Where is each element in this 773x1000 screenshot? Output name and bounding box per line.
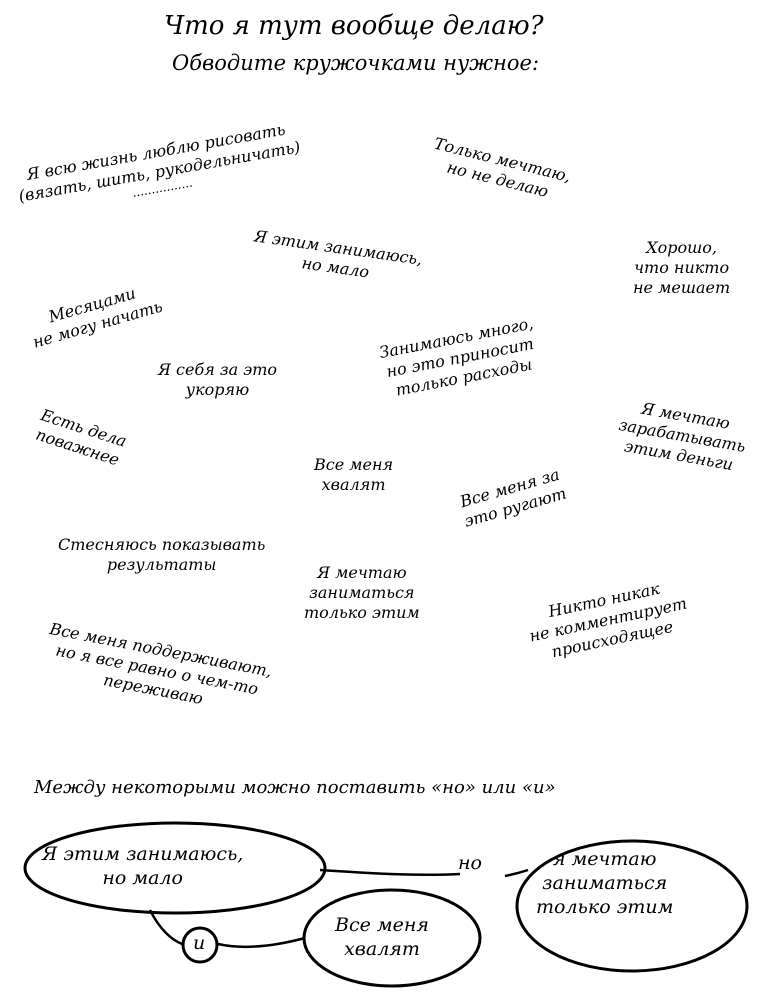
phrase-line: Стесняюсь показывать — [58, 535, 266, 554]
connector-line-but-right — [504, 868, 529, 878]
bubble-line: Все меня — [335, 914, 429, 936]
bubble-bottom-outline — [302, 888, 482, 988]
phrase-line: Я себя за это — [158, 360, 277, 379]
phrase-line: укоряю — [185, 380, 250, 399]
connector-line-and-right — [217, 936, 306, 949]
phrase-line: только этим — [304, 603, 420, 622]
conjunction-and-circle — [181, 926, 219, 964]
phrase-nobody-interferes: Хорошо, что никто не мешает — [633, 238, 730, 298]
bubble-line: только этим — [536, 895, 674, 918]
bubble-line: Я этим занимаюсь, — [42, 843, 244, 865]
phrase-dream-only-this: Я мечтаю заниматься только этим — [304, 563, 420, 623]
bubble-right-text: я мечтаю заниматься только этим — [536, 848, 673, 919]
bubble-line: заниматься — [542, 871, 668, 894]
phrase-line: хвалят — [321, 475, 386, 494]
bubble-bottom-text: Все меня хвалят — [335, 914, 429, 962]
phrase-blame-myself: Я себя за это укоряю — [158, 360, 277, 400]
connector-line-but-left — [319, 868, 461, 877]
phrase-line: Хорошо, — [646, 238, 717, 257]
connector-line-and-left — [148, 909, 183, 946]
conjunction-and: и — [193, 932, 206, 954]
conjunction-but: но — [458, 852, 482, 874]
page-title: Что я тут вообще делаю? — [164, 11, 544, 41]
bubble-left-outline — [23, 821, 327, 915]
bubble-line: хвалят — [344, 937, 420, 960]
bubble-right-outline — [515, 839, 749, 973]
phrase-line: результаты — [106, 555, 217, 574]
phrase-line: заниматься — [309, 583, 415, 602]
phrase-line: не мешает — [633, 278, 731, 297]
bubble-left-text: Я этим занимаюсь, но мало — [42, 843, 243, 891]
phrase-shy-to-show: Стесняюсь показывать результаты — [58, 535, 265, 575]
bubble-line: но мало — [102, 866, 183, 889]
phrase-everyone-praises: Все меня хвалят — [314, 455, 393, 495]
instruction-note: Между некоторыми можно поставить «но» ил… — [34, 777, 556, 798]
bubble-line: я мечтаю — [552, 848, 657, 870]
phrase-line: Все меня — [314, 455, 394, 474]
phrase-line: Я мечтаю — [317, 563, 407, 582]
phrase-line: что никто — [634, 258, 730, 277]
page-subtitle: Обводите кружочками нужное: — [172, 51, 540, 75]
